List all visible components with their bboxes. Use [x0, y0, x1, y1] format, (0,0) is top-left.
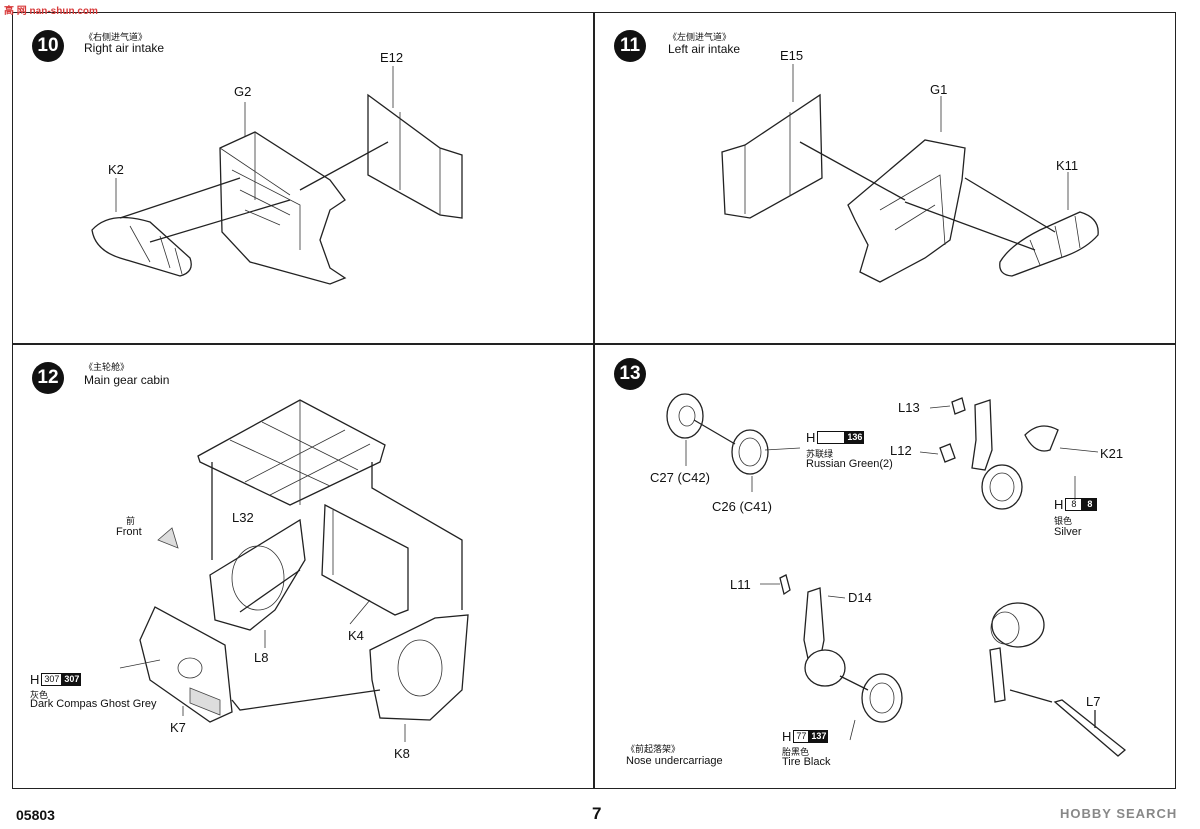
paint-silver-name: Silver: [1054, 526, 1082, 538]
watermark-hobby-search: HOBBY SEARCH: [1060, 806, 1178, 821]
paint-code-empty: [817, 431, 846, 444]
paint-brand: H: [806, 430, 816, 445]
part-label-l13: L13: [898, 400, 920, 415]
step-11-art: [721, 64, 1099, 283]
step-13-number: 13: [614, 358, 646, 390]
page-number: 7: [592, 804, 602, 823]
step-10-title-cn: 《右侧进气道》: [84, 33, 148, 43]
watermark-top-left: 高 网 nan-shun.com: [4, 6, 98, 17]
paint-code-solid: 8: [1082, 498, 1098, 511]
step-10-art: [91, 66, 463, 285]
part-label-e12: E12: [380, 50, 404, 65]
paint-code-solid: 137: [809, 730, 829, 743]
part-label-l32: L32: [232, 510, 254, 525]
step-12-art: [119, 399, 469, 742]
part-label-c26: C26 (C41): [712, 499, 772, 514]
step-13-art: [666, 393, 1127, 757]
part-label-d14: D14: [848, 590, 872, 605]
part-label-k21: K21: [1100, 446, 1124, 461]
part-label-k2: K2: [108, 162, 124, 177]
part-label-l7: L7: [1086, 694, 1101, 709]
part-label-l12: L12: [890, 443, 912, 458]
paint-grey-cn: 灰色: [30, 691, 49, 701]
part-label-k4: K4: [348, 628, 364, 643]
paint-green-cn: 苏联绿: [806, 450, 834, 460]
part-label-e15: E15: [780, 48, 804, 63]
paint-tire-name: Tire Black: [782, 756, 831, 768]
part-label-g2: G2: [234, 84, 252, 99]
part-label-l8: L8: [254, 650, 269, 665]
paint-silver-cn: 银色: [1054, 517, 1073, 527]
paint-brand: H: [30, 672, 40, 687]
paint-brand: H: [782, 729, 792, 744]
step-10-number: 10: [32, 30, 64, 62]
step-11-title-cn: 《左侧进气道》: [668, 33, 732, 43]
front-label: Front: [116, 526, 142, 538]
part-label-k7: K7: [170, 720, 186, 735]
paint-tire-cn: 胎黑色: [782, 748, 810, 758]
kit-code: 05803: [16, 807, 55, 823]
step-13-caption: Nose undercarriage: [626, 755, 723, 767]
paint-code-solid: 136: [845, 431, 865, 444]
step-10-title: Right air intake: [84, 41, 165, 55]
part-label-k11: K11: [1056, 158, 1079, 173]
paint-code-solid: 307: [62, 673, 82, 686]
part-label-l11: L11: [730, 577, 751, 592]
step-12-number: 12: [32, 362, 64, 394]
front-label-cn: 前: [126, 517, 136, 527]
step-11-title: Left air intake: [668, 42, 741, 56]
step-13-caption-cn: 《前起落架》: [626, 745, 681, 755]
step-11-number: 11: [614, 30, 646, 62]
step-12-title-cn: 《主轮舱》: [84, 363, 130, 373]
paint-code-box: 77: [793, 730, 810, 743]
paint-brand: H: [1054, 497, 1064, 512]
part-label-k8: K8: [394, 746, 410, 761]
part-label-c27: C27 (C42): [650, 470, 710, 485]
paint-callout-green: H 136: [806, 430, 865, 445]
paint-code-box: 307: [41, 673, 63, 686]
step-12-title: Main gear cabin: [84, 373, 170, 387]
paint-green-name: Russian Green(2): [806, 458, 893, 470]
part-label-g1: G1: [930, 82, 948, 97]
paint-grey-name: Dark Compas Ghost Grey: [30, 698, 157, 710]
paint-code-box: 8: [1065, 498, 1083, 511]
